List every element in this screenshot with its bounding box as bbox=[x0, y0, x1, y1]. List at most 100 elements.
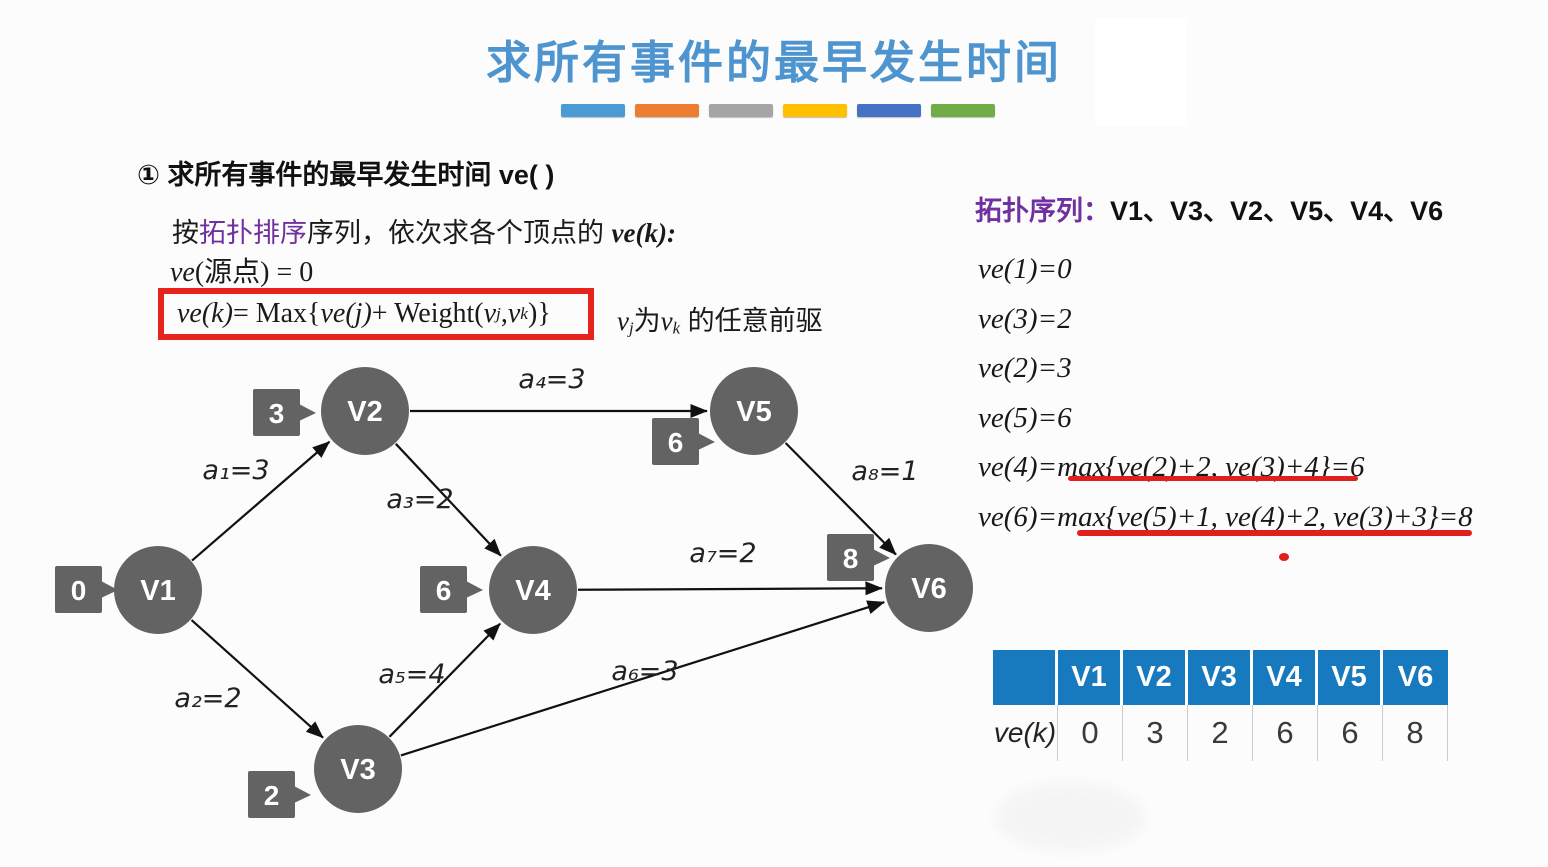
note-v2: v bbox=[660, 306, 673, 336]
formula-vek: ve(k) bbox=[177, 298, 233, 329]
badge-box-V4 bbox=[420, 566, 467, 613]
table-row-label: ve(k) bbox=[993, 705, 1058, 761]
instruction-highlight: 拓扑排序 bbox=[199, 218, 307, 248]
node-label-V5: V5 bbox=[736, 396, 771, 428]
accent-bar-6 bbox=[931, 104, 995, 117]
badge-value-V3: 2 bbox=[264, 780, 280, 811]
ve-line-6: ve(6)=max{ve(5)+1, ve(4)+2, ve(3)+3}=8 bbox=[978, 500, 1473, 533]
badge-value-V1: 0 bbox=[71, 575, 87, 606]
badge-box-V5 bbox=[652, 418, 699, 465]
instruction-prefix: 按 bbox=[172, 218, 199, 248]
formula-comma: , bbox=[500, 298, 508, 329]
node-V1 bbox=[114, 546, 202, 634]
edge-V3-V6 bbox=[400, 600, 886, 757]
node-V3 bbox=[314, 725, 402, 813]
badge-box-V6 bbox=[827, 534, 874, 581]
topo-instruction: 按拓扑排序序列，依次求各个顶点的 ve(k): bbox=[172, 211, 676, 250]
red-dot-annotation bbox=[1279, 553, 1289, 561]
formula-sub-j: j bbox=[496, 304, 501, 323]
edge-V1-V2 bbox=[191, 440, 331, 562]
table-value-V1: 0 bbox=[1058, 705, 1123, 761]
table-corner-cell bbox=[993, 650, 1058, 705]
formula-weight: + Weight( bbox=[371, 298, 484, 329]
red-underline-ve6 bbox=[1077, 530, 1472, 536]
ve-line-5: ve(4)=max{ve(2)+2, ve(3)+4}=6 bbox=[978, 451, 1365, 483]
table-header-V1: V1 bbox=[1058, 650, 1123, 705]
ve-line-2: ve(3)=2 bbox=[978, 302, 1072, 335]
node-V2 bbox=[321, 367, 409, 455]
table-value-V3: 2 bbox=[1188, 705, 1253, 761]
predecessor-note: vj为vk 的任意前驱 bbox=[617, 299, 823, 338]
badge-pointer-V2 bbox=[299, 404, 316, 421]
table-header-V4: V4 bbox=[1253, 650, 1318, 705]
node-label-V6: V6 bbox=[911, 573, 946, 605]
formula-v2: v bbox=[507, 298, 521, 329]
edge-V4-V6 bbox=[577, 581, 883, 596]
edge-label-6: a₆=3 bbox=[611, 656, 678, 687]
source-formula-ve: ve bbox=[170, 257, 195, 288]
table-value-V6: 8 bbox=[1383, 705, 1448, 761]
node-V4 bbox=[489, 546, 577, 634]
topo-sequence: 拓扑序列：V1、V3、V2、V5、V4、V6 bbox=[975, 189, 1443, 228]
formula-vej: ve(j) bbox=[320, 298, 372, 329]
badge-box-V1 bbox=[55, 566, 102, 613]
node-label-V4: V4 bbox=[515, 575, 550, 607]
page-title: 求所有事件的最早发生时间 bbox=[485, 37, 1062, 88]
edge-V2-V4 bbox=[394, 443, 502, 557]
badge-box-V2 bbox=[253, 389, 300, 436]
node-label-V2: V2 bbox=[347, 396, 382, 428]
node-label-V3: V3 bbox=[340, 754, 375, 786]
table-value-V5: 6 bbox=[1318, 705, 1383, 761]
edge-label-8: a₈=1 bbox=[851, 456, 918, 487]
ve-line-3: ve(2)=3 bbox=[978, 352, 1072, 384]
formula-eq-max: = Max{ bbox=[232, 298, 321, 329]
instruction-suffix: 序列，依次求各个顶点的 bbox=[307, 218, 612, 248]
table-header-V6: V6 bbox=[1383, 650, 1448, 705]
badge-value-V6: 8 bbox=[843, 543, 859, 574]
badge-pointer-V5 bbox=[698, 433, 715, 450]
note-rest: 的任意前驱 bbox=[680, 306, 823, 336]
ve-line-4: ve(5)=6 bbox=[978, 401, 1072, 434]
note-sub-k: k bbox=[672, 318, 681, 338]
note-v1: v bbox=[617, 306, 629, 336]
topo-label: 拓扑序列： bbox=[975, 196, 1110, 226]
edge-V5-V6 bbox=[784, 442, 897, 556]
node-V6 bbox=[885, 544, 973, 632]
topo-order: V1、V3、V2、V5、V4、V6 bbox=[1110, 196, 1444, 226]
section-heading: ① 求所有事件的最早发生时间 ve( ) bbox=[137, 160, 555, 190]
edge-label-5: a₅=4 bbox=[378, 659, 445, 690]
edge-label-2: a₂=2 bbox=[174, 683, 241, 714]
formula-v1: v bbox=[483, 298, 497, 329]
table-value-V2: 3 bbox=[1123, 705, 1188, 761]
edge-V1-V3 bbox=[190, 619, 324, 739]
accent-bar-3 bbox=[709, 104, 773, 117]
node-label-V1: V1 bbox=[140, 575, 175, 607]
badge-value-V2: 3 bbox=[269, 398, 285, 429]
badge-pointer-V4 bbox=[466, 581, 483, 598]
badge-pointer-V1 bbox=[101, 581, 118, 598]
edge-label-7: a₇=2 bbox=[689, 538, 756, 569]
table-header-V3: V3 bbox=[1188, 650, 1253, 705]
accent-bar-5 bbox=[857, 104, 921, 117]
accent-bar-4 bbox=[783, 104, 847, 117]
source-formula: ve(源点) = 0 bbox=[170, 250, 313, 290]
table-header-V2: V2 bbox=[1123, 650, 1188, 705]
edge-label-4: a₄=3 bbox=[518, 364, 585, 395]
accent-bar-1 bbox=[561, 104, 625, 117]
badge-pointer-V3 bbox=[294, 786, 311, 803]
edge-V3-V4 bbox=[388, 622, 501, 738]
formula-close: )} bbox=[528, 298, 551, 329]
source-formula-rest: (源点) = 0 bbox=[194, 257, 314, 288]
background-patch bbox=[1095, 18, 1187, 126]
note-wei: 为 bbox=[633, 306, 661, 336]
badge-value-V4: 6 bbox=[436, 575, 452, 606]
edge-label-3: a₃=2 bbox=[386, 484, 453, 515]
accent-bars bbox=[561, 104, 995, 117]
table-value-V4: 6 bbox=[1253, 705, 1318, 761]
red-underline-ve4 bbox=[1068, 476, 1358, 481]
